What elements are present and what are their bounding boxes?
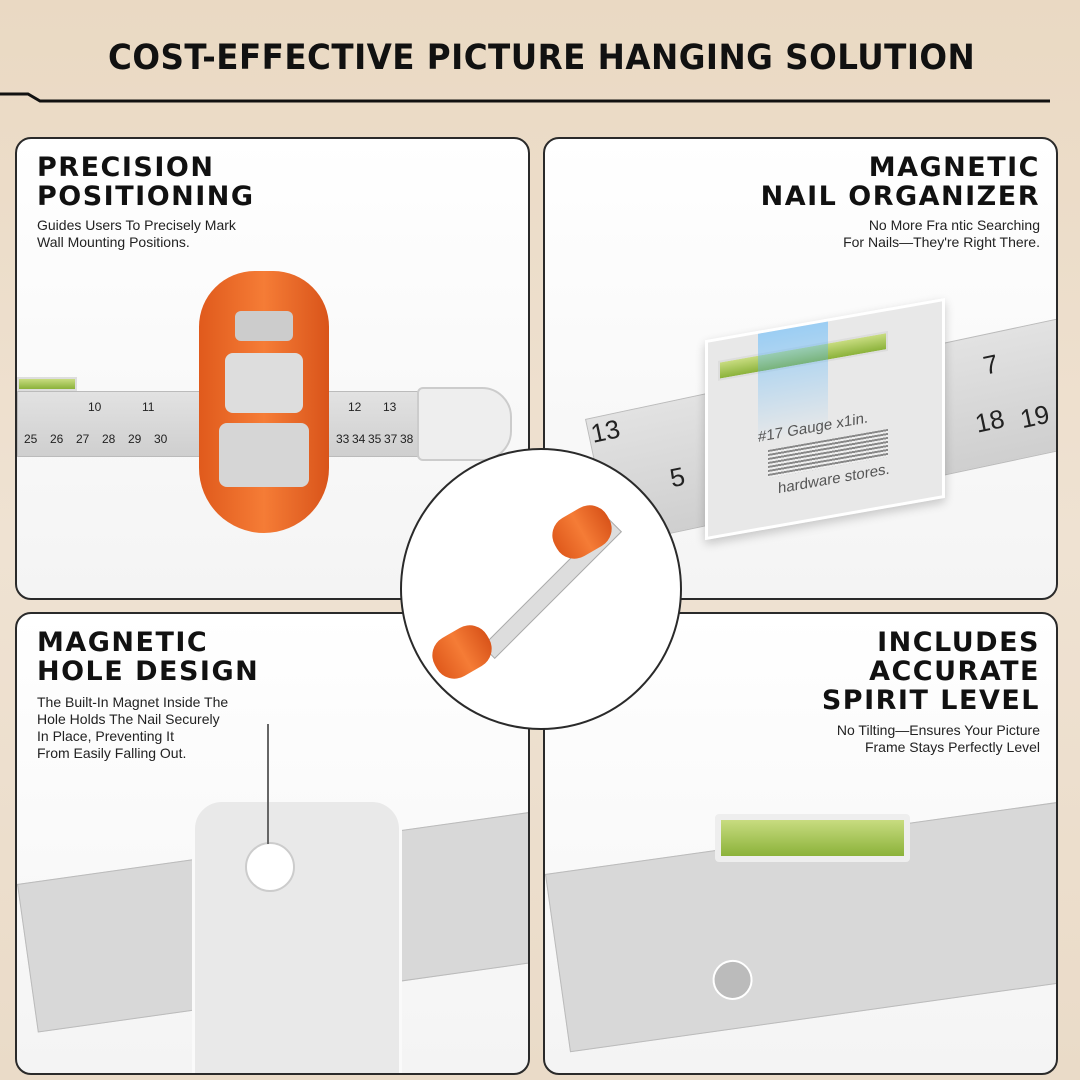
ruler-number: 34 bbox=[352, 432, 366, 446]
ruler-number: 38 bbox=[400, 432, 414, 446]
ruler-number: 12 bbox=[348, 400, 362, 414]
marker-base bbox=[192, 799, 402, 1073]
orange-marker-slider bbox=[199, 271, 329, 533]
ruler-number: 10 bbox=[88, 400, 102, 414]
nail bbox=[267, 724, 269, 844]
ruler-number: 13 bbox=[588, 413, 623, 449]
ruler-number: 11 bbox=[142, 400, 155, 414]
orange-marker-slider bbox=[545, 497, 619, 567]
nail-organizer-box: #17 Gauge x1in. hardware stores. bbox=[705, 297, 945, 541]
ruler-number: 37 bbox=[384, 432, 398, 446]
spirit-level bbox=[715, 814, 910, 862]
product-overview-circle bbox=[400, 448, 682, 730]
title-divider bbox=[0, 92, 1050, 103]
ruler-number: 35 bbox=[368, 432, 382, 446]
ruler-number: 18 bbox=[972, 403, 1007, 439]
ruler-number: 25 bbox=[24, 432, 38, 446]
ruler-number: 29 bbox=[128, 432, 142, 446]
ruler-number: 30 bbox=[154, 432, 168, 446]
ruler-number: 5 bbox=[667, 460, 688, 494]
ruler-end-tab bbox=[417, 387, 512, 461]
ruler-number: 27 bbox=[76, 432, 90, 446]
ruler-number: 7 bbox=[980, 348, 1001, 381]
spirit-level bbox=[17, 377, 77, 391]
ruler-number: 33 bbox=[336, 432, 350, 446]
ruler-number: 26 bbox=[50, 432, 64, 446]
ruler-number: 28 bbox=[102, 432, 116, 446]
page-title: COST-EFFECTIVE PICTURE HANGING SOLUTION bbox=[108, 38, 976, 78]
ruler-number: 19 bbox=[1017, 398, 1053, 435]
ruler-number: 13 bbox=[383, 400, 397, 414]
orange-marker-slider bbox=[425, 617, 499, 687]
